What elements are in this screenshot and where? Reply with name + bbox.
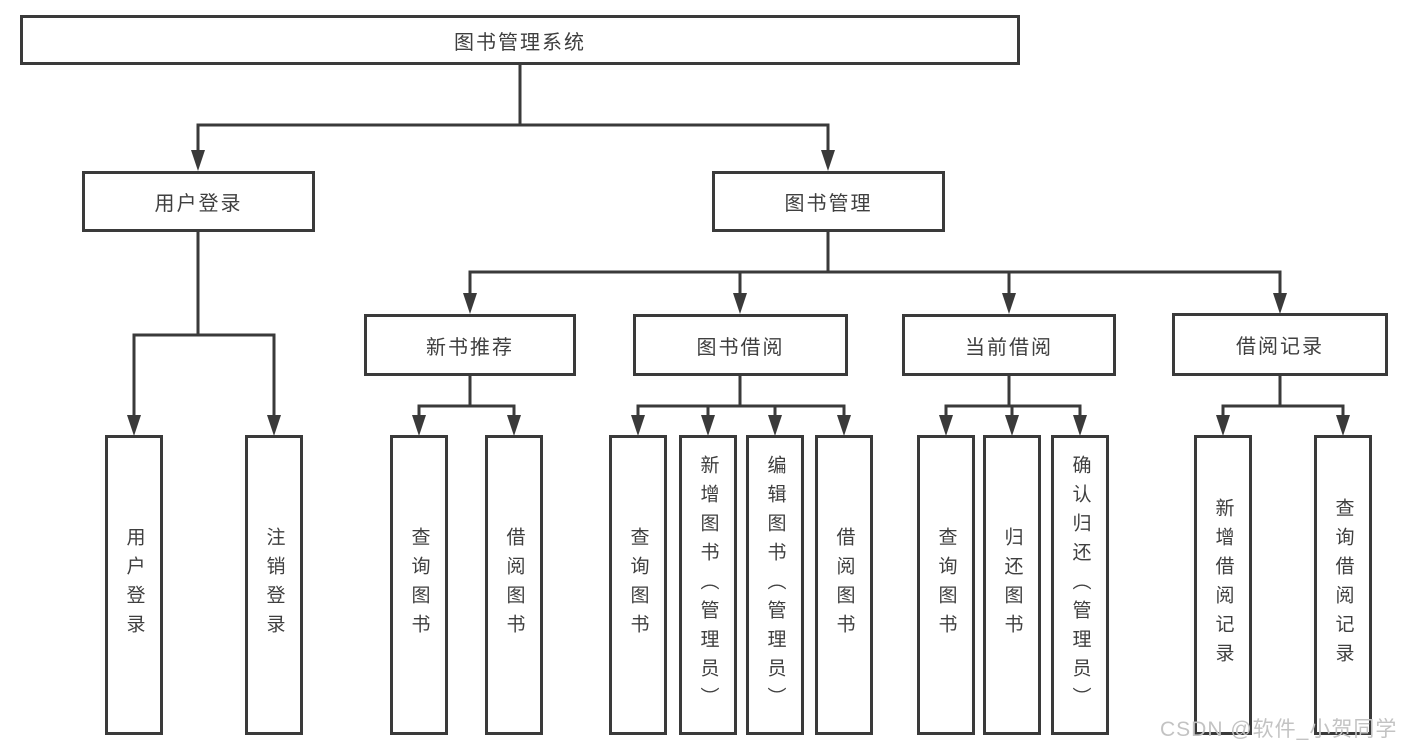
- node-leaf-br-query-record: 查询借阅记录: [1314, 435, 1372, 735]
- node-label: 查询借阅记录: [1332, 498, 1354, 672]
- node-leaf-bb-add-book: 新增图书（管理员）: [679, 435, 737, 735]
- node-label: 用户登录: [123, 527, 145, 643]
- node-label: 新书推荐: [426, 336, 514, 359]
- arrowhead: [267, 415, 281, 436]
- arrowhead: [191, 150, 205, 171]
- node-current-borrow: 当前借阅: [902, 314, 1116, 376]
- node-label: 图书借阅: [696, 336, 785, 359]
- arrowhead: [1073, 415, 1087, 436]
- connector-borrow-records-branch: [1216, 376, 1350, 436]
- arrowhead: [701, 415, 715, 436]
- node-label: 查询图书: [408, 527, 430, 643]
- node-label: 确认归还（管理员）: [1069, 454, 1091, 716]
- arrowhead: [733, 293, 747, 314]
- node-leaf-bb-edit-book: 编辑图书（管理员）: [746, 435, 804, 735]
- arrowhead: [1216, 415, 1230, 436]
- arrowhead: [821, 150, 835, 171]
- node-book-borrow: 图书借阅: [633, 314, 848, 376]
- node-new-book-rec: 新书推荐: [364, 314, 576, 376]
- connector-new-book-rec-branch: [412, 376, 521, 436]
- connector-root-branch: [191, 65, 835, 171]
- arrowhead: [837, 415, 851, 436]
- node-label: 借阅记录: [1236, 336, 1324, 358]
- node-borrow-records: 借阅记录: [1172, 313, 1388, 376]
- node-leaf-br-add-record: 新增借阅记录: [1194, 435, 1252, 735]
- node-label: 图书管理: [784, 193, 873, 215]
- node-label: 借阅图书: [833, 527, 855, 643]
- node-label: 编辑图书（管理员）: [764, 454, 786, 716]
- node-leaf-cb-return-book: 归还图书: [983, 435, 1041, 735]
- node-label: 借阅图书: [503, 527, 525, 643]
- node-leaf-cb-confirm-return: 确认归还（管理员）: [1051, 435, 1109, 735]
- node-leaf-cb-query-book: 查询图书: [917, 435, 975, 735]
- node-user-login: 用户登录: [82, 171, 315, 232]
- node-label: 新增借阅记录: [1212, 498, 1234, 672]
- connector-book-borrow-branch: [631, 376, 851, 436]
- watermark: CSDN @软件_小贺同学: [1160, 718, 1398, 741]
- arrowhead: [1273, 293, 1287, 314]
- node-leaf-nbr-borrow-book: 借阅图书: [485, 435, 543, 735]
- node-label: 图书管理系统: [454, 31, 586, 54]
- arrowhead: [1336, 415, 1350, 436]
- node-label: 注销登录: [263, 527, 285, 643]
- node-leaf-bb-query-book: 查询图书: [609, 435, 667, 735]
- arrowhead: [768, 415, 782, 436]
- connector-current-borrow-branch: [939, 376, 1087, 436]
- connector-book-mgmt-branch: [463, 232, 1287, 314]
- node-leaf-nbr-query-book: 查询图书: [390, 435, 448, 735]
- arrowhead: [507, 415, 521, 436]
- arrowhead: [412, 415, 426, 436]
- node-leaf-logout: 注销登录: [245, 435, 303, 735]
- node-leaf-user-login: 用户登录: [105, 435, 163, 735]
- node-root: 图书管理系统: [20, 15, 1020, 65]
- node-label: 查询图书: [627, 527, 649, 643]
- arrowhead: [1005, 415, 1019, 436]
- node-label: 用户登录: [154, 193, 243, 215]
- arrowhead: [463, 293, 477, 314]
- node-book-mgmt: 图书管理: [712, 171, 945, 232]
- node-label: 归还图书: [1001, 527, 1023, 643]
- node-label: 查询图书: [935, 527, 957, 643]
- node-label: 新增图书（管理员）: [697, 454, 719, 716]
- node-label: 当前借阅: [965, 336, 1053, 359]
- arrowhead: [1002, 293, 1016, 314]
- connector-user-login-branch: [127, 232, 281, 436]
- arrowhead: [127, 415, 141, 436]
- node-leaf-bb-borrow-book: 借阅图书: [815, 435, 873, 735]
- arrowhead: [939, 415, 953, 436]
- arrowhead: [631, 415, 645, 436]
